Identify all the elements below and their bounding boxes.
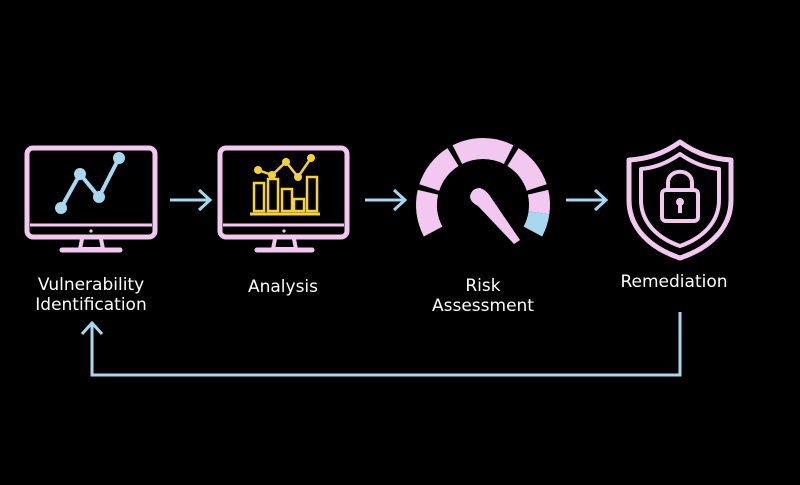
- gauge-icon: [416, 138, 550, 244]
- step-label-remediation: Remediation: [620, 272, 728, 292]
- gauge-segment-1: [416, 189, 443, 237]
- line-chart-monitor-icon: [24, 145, 158, 253]
- gauge-segment-2: [419, 148, 459, 191]
- bar-chart-monitor-icon: [217, 145, 350, 253]
- step-label-risk-assessment: Risk Assessment: [432, 276, 534, 316]
- flow-arrow-1: [170, 188, 213, 212]
- feedback-loop-arrow: [80, 312, 682, 377]
- flow-arrow-3: [566, 188, 609, 212]
- gauge-segment-5-highlight: [523, 211, 550, 237]
- shield-lock-icon: [626, 139, 734, 261]
- gauge-segment-5: [527, 189, 550, 215]
- step-label-analysis: Analysis: [247, 277, 319, 297]
- gauge-segment-3: [452, 138, 514, 165]
- step-label-vulnerability-identification: Vulnerability Identification: [35, 275, 147, 315]
- gauge-segment-4: [507, 148, 547, 191]
- flow-arrow-2: [365, 188, 408, 212]
